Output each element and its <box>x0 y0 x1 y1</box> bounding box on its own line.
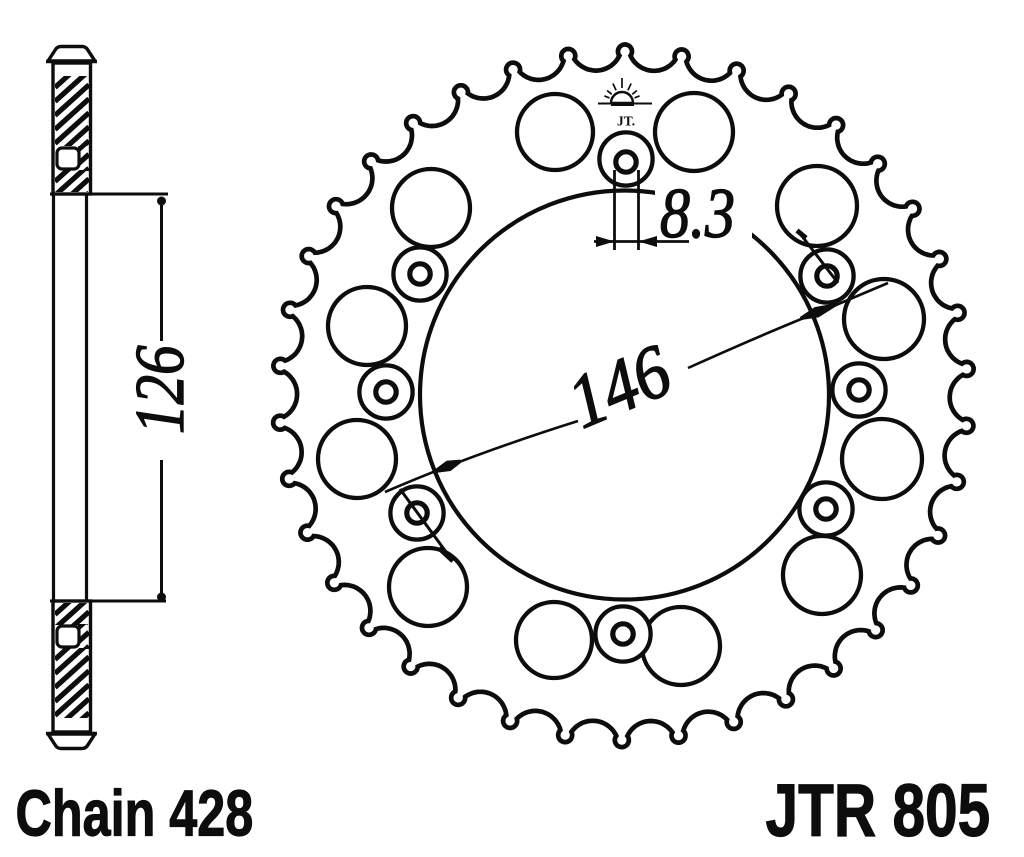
svg-text:Chain 428: Chain 428 <box>16 777 254 850</box>
svg-text:8.3: 8.3 <box>660 176 735 254</box>
svg-text:126: 126 <box>121 345 199 434</box>
svg-text:JT.: JT. <box>617 114 635 129</box>
svg-text:JTR 805: JTR 805 <box>766 769 991 852</box>
